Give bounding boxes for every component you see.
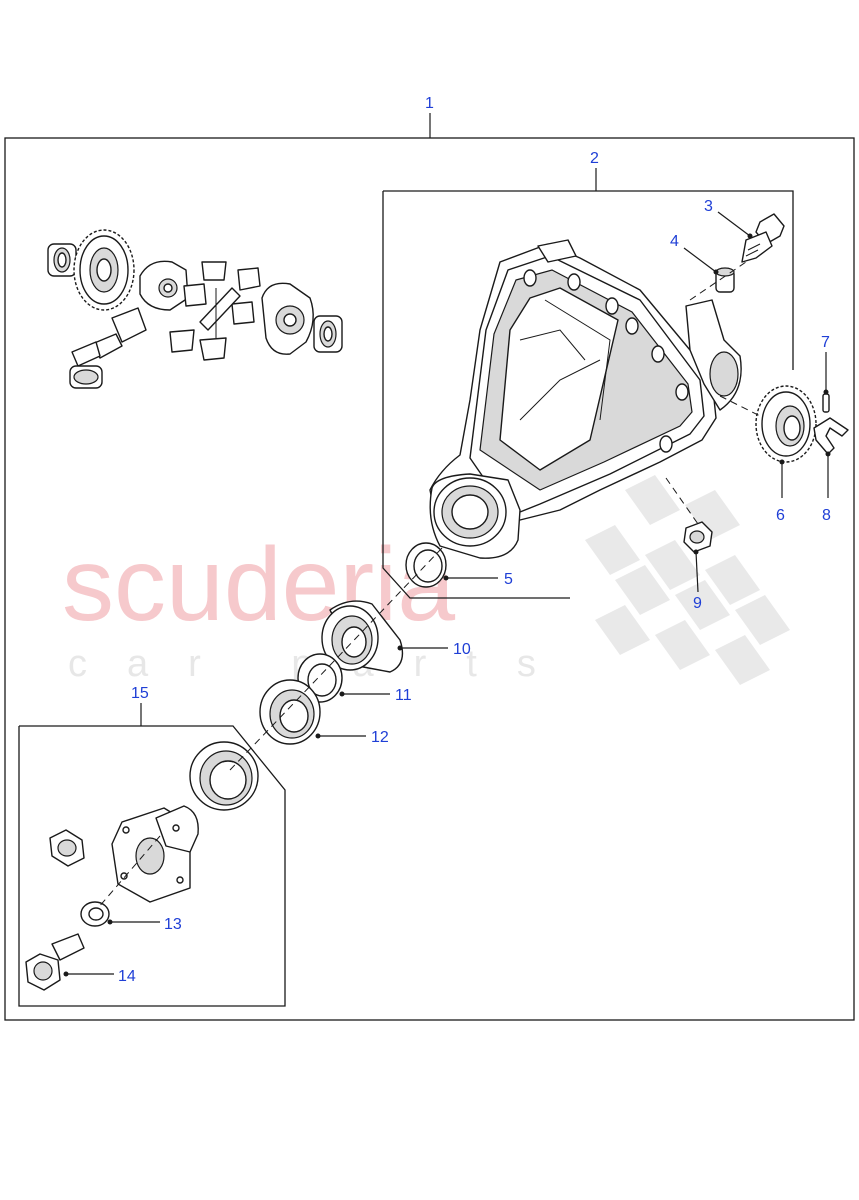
part-9-nut xyxy=(683,521,713,553)
bearing-left xyxy=(47,243,77,277)
callout-1: 1 xyxy=(425,95,434,112)
callout-11: 11 xyxy=(395,687,412,704)
part-8-clip xyxy=(813,417,849,455)
part-3-bolt xyxy=(741,213,785,263)
crown-wheel xyxy=(73,229,135,311)
callout-7: 7 xyxy=(821,334,830,351)
drive-flange xyxy=(111,805,199,903)
carrier-assembly-frame xyxy=(382,168,794,599)
callout-9: 9 xyxy=(693,595,702,612)
callout-5: 5 xyxy=(504,571,513,588)
flange-kit-frame xyxy=(18,703,286,1007)
part-6-tone-ring xyxy=(755,385,817,463)
planet-gears xyxy=(169,261,261,361)
callout-2: 2 xyxy=(590,150,599,167)
callout-4: 4 xyxy=(670,233,679,250)
part-10-pinion-bearing xyxy=(321,600,404,673)
callout-14: 14 xyxy=(118,968,136,985)
diff-case-left xyxy=(139,260,189,311)
bearing-pinion xyxy=(69,365,103,389)
leader-lines xyxy=(63,211,831,977)
differential-carrier-housing xyxy=(429,239,742,559)
differential-internals-group xyxy=(47,229,343,389)
checker-flag-pattern xyxy=(585,475,790,685)
pinion-gear xyxy=(71,307,147,367)
part-15-flange-kit xyxy=(25,741,259,991)
callout-8: 8 xyxy=(822,507,831,524)
bearing-right xyxy=(313,315,343,353)
outer-assembly-frame xyxy=(4,113,855,1021)
callout-13: 13 xyxy=(164,916,182,933)
watermark: scuderia car parts xyxy=(62,475,790,685)
callout-labels: 1 2 3 4 5 6 7 8 9 10 11 12 13 14 15 xyxy=(118,95,831,985)
part-14-bolt xyxy=(25,933,85,991)
callout-6: 6 xyxy=(776,507,785,524)
callout-15: 15 xyxy=(131,685,149,702)
dust-shield xyxy=(189,741,259,811)
part-13-washer xyxy=(80,901,110,927)
flange-nut xyxy=(49,829,85,867)
callout-12: 12 xyxy=(371,729,389,746)
cross-pin xyxy=(199,287,241,338)
assembly-centerlines xyxy=(97,261,761,909)
part-12-oil-seal xyxy=(259,679,321,745)
diff-case-right xyxy=(261,282,314,355)
callout-3: 3 xyxy=(704,198,713,215)
watermark-brand: scuderia xyxy=(62,527,455,643)
part-7-roll-pin xyxy=(822,393,830,413)
part-5-o-ring xyxy=(405,542,447,588)
callout-10: 10 xyxy=(453,641,471,658)
